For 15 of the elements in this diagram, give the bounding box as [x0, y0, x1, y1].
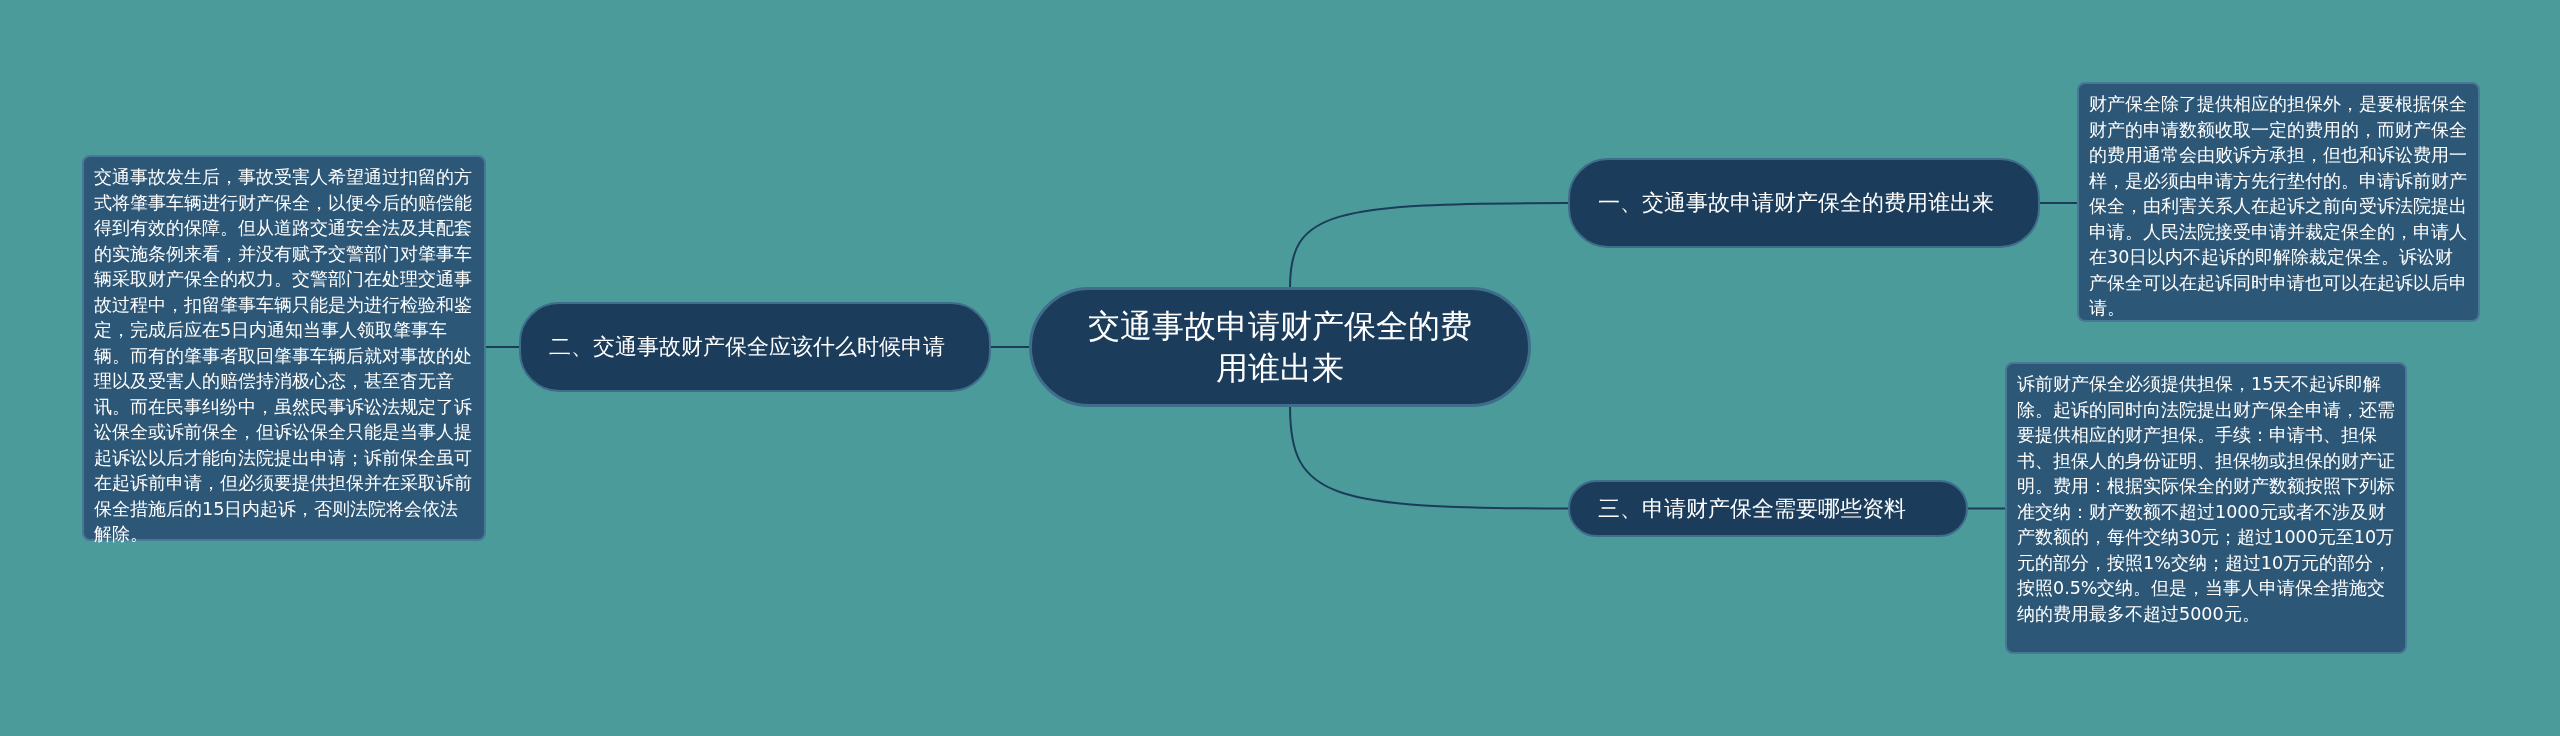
- note-text: 交通事故发生后，事故受害人希望通过扣留的方式将肇事车辆进行财产保全，以便今后的赔偿能得到有效的保障。但从道路交通安全法及其配套的实施条例来看，并没有赋予交警部门对肇事车辆采取财产保全的权力。交警部门在处理交通事故过程中，扣留肇事车辆只能是为进行检验和鉴定，完成后应在5日内通知当事人领取肇事车辆。而有的肇事者取回肇事车辆后就对事故的处理以及受害人的赔偿持消极心态，甚至杳无音讯。而在民事纠纷中，虽然民事诉讼法规定了诉讼保全或诉前保全，但诉讼保全只能是当事人提起诉讼以后才能向法院提出申请；诉前保全虽可在起诉前申请，但必须要提供担保并在采取诉前保全措施后的15日内起诉，否则法院将会依法解除。: [94, 166, 473, 546]
- connector-line: [1289, 406, 1569, 510]
- branch-node: [1568, 480, 1968, 537]
- node-label: 一、交通事故申请财产保全的费用谁出来: [1598, 189, 1994, 217]
- connector-line: [990, 346, 1030, 348]
- node-label: 二、交通事故财产保全应该什么时候申请: [549, 333, 945, 361]
- connector-line: [2039, 202, 2078, 204]
- node-label: 交通事故申请财产保全的费用谁出来: [1087, 306, 1473, 389]
- node-label: 三、申请财产保全需要哪些资料: [1598, 494, 1906, 523]
- connector-line: [1289, 202, 1569, 288]
- note-card: [2005, 362, 2407, 654]
- connector-line: [1967, 507, 2006, 510]
- note-text: 财产保全除了提供相应的担保外，是要根据保全财产的申请数额收取一定的费用的，而财产保全的费用通常会由败诉方承担，但也和诉讼费用一样，是必须由申请方先行垫付的。申请诉前财产保全，由利害关系人在起诉之前向受诉法院提出申请。人民法院接受申请并裁定保全的，申请人在30日以内不起诉的即解除裁定保全。诉讼财产保全可以在起诉同时申请也可以在起诉以后申请。: [2089, 93, 2468, 320]
- connector-line: [485, 346, 520, 348]
- note-text: 诉前财产保全必须提供担保，15天不起诉即解除。起诉的同时向法院提出财产保全申请，还需要提供相应的财产担保。手续：申请书、担保书、担保人的身份证明、担保物或担保的财产证明。费用：根据实际保全的财产数额按照下列标准交纳：财产数额不超过1000元或者不涉及财产数额的，每件交纳30元；超过1000元至10万元的部分，按照1%交纳；超过10万元的部分，按照0.5%交纳。但是，当事人申请保全措施交纳的费用最多不超过5000元。: [2017, 373, 2395, 626]
